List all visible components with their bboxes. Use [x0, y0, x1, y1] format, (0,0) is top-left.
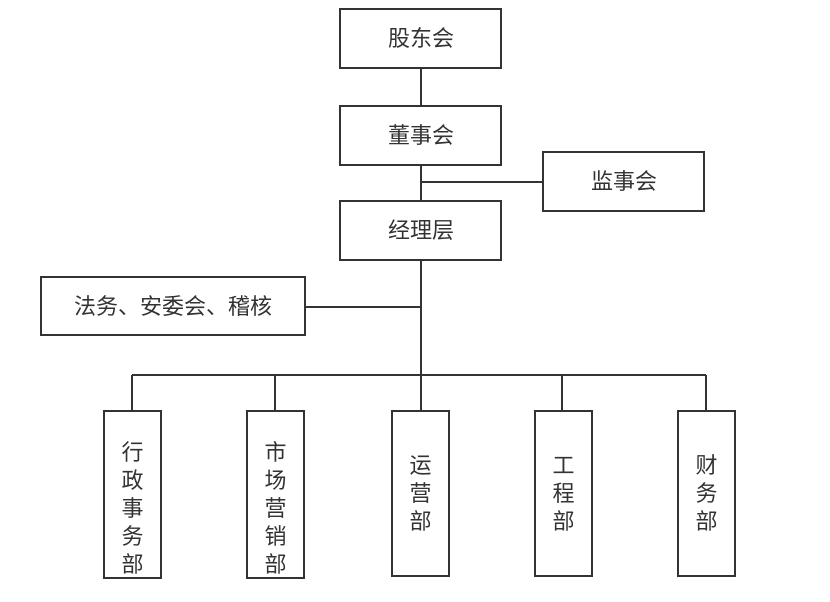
- node-operations-label: 运营部: [409, 454, 431, 535]
- node-board: 董事会: [339, 105, 502, 166]
- node-admin: 行政事务部: [103, 410, 162, 579]
- node-management-label: 经理层: [388, 219, 454, 244]
- node-board-label: 董事会: [388, 124, 454, 149]
- node-engineering: 工程部: [534, 410, 593, 577]
- node-admin-label: 行政事务部: [121, 441, 143, 578]
- node-legal-label: 法务、安委会、稽核: [74, 295, 272, 320]
- node-engineering-label: 工程部: [552, 454, 574, 535]
- connectors: [131, 68, 707, 411]
- node-shareholders-label: 股东会: [388, 27, 454, 52]
- node-finance: 财务部: [677, 410, 736, 577]
- node-operations: 运营部: [391, 410, 450, 577]
- node-supervisors-label: 监事会: [591, 170, 657, 195]
- node-management: 经理层: [339, 200, 502, 261]
- node-supervisors: 监事会: [542, 151, 705, 212]
- node-marketing-label: 市场营销部: [264, 441, 286, 578]
- node-finance-label: 财务部: [695, 454, 717, 535]
- node-shareholders: 股东会: [339, 8, 502, 69]
- node-marketing: 市场营销部: [246, 410, 305, 579]
- node-legal: 法务、安委会、稽核: [40, 276, 306, 336]
